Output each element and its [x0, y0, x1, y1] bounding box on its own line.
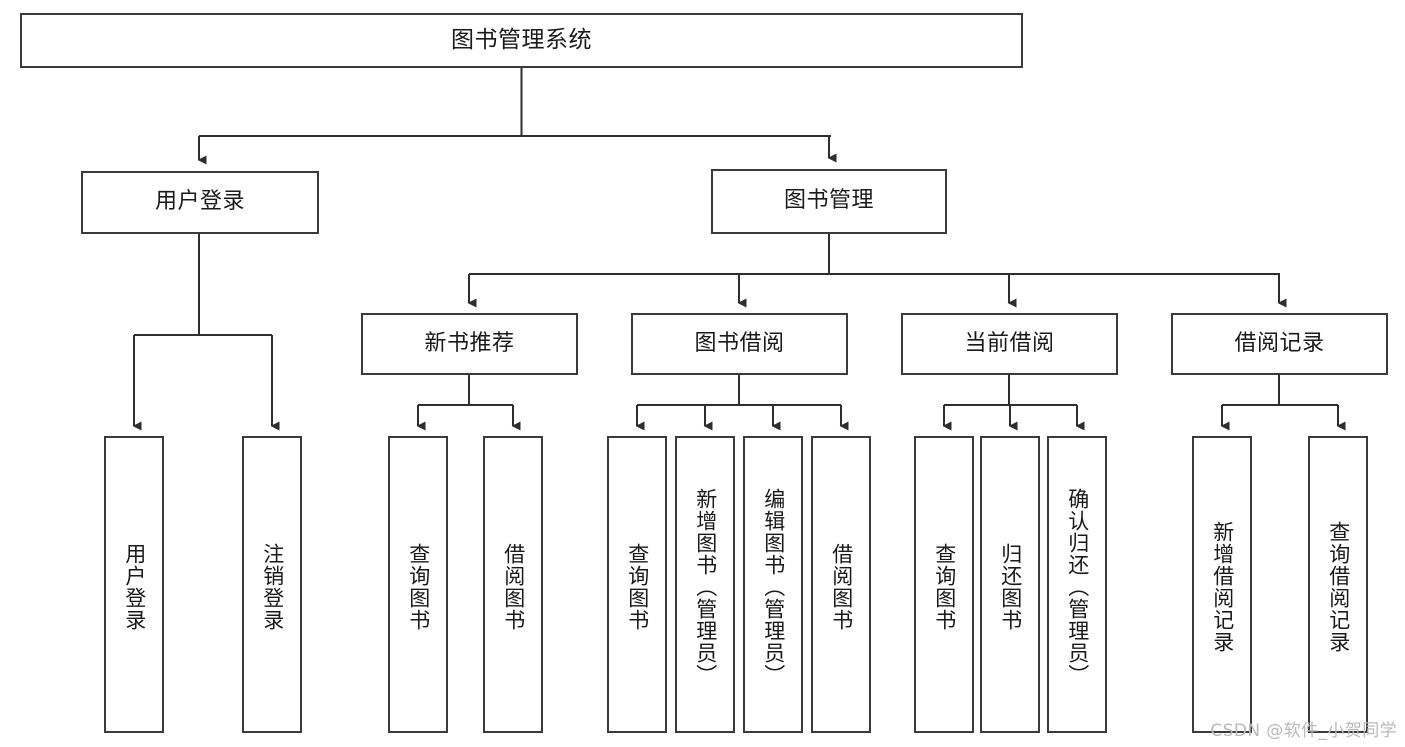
csdn-watermark: CSDN @软件_小贺同学 [1210, 721, 1397, 741]
node-label: 用户登录 [154, 189, 245, 215]
node-label: 用户登录 [122, 542, 147, 631]
node-label: 图书管理系统 [451, 26, 592, 53]
node-label: 借阅图书 [829, 542, 854, 631]
node-label: 查询图书 [932, 542, 957, 631]
node-label: 查询借阅记录 [1326, 520, 1351, 653]
leaf-return-book[interactable]: 归还图书 [980, 436, 1040, 733]
node-label: 查询图书 [406, 542, 431, 631]
node-label: 借阅图书 [501, 542, 526, 631]
node-current-borrow[interactable]: 当前借阅 [901, 313, 1118, 375]
leaf-query-borrow-record[interactable]: 查询借阅记录 [1308, 436, 1368, 733]
node-label: 归还图书 [998, 542, 1023, 631]
node-book-manage[interactable]: 图书管理 [711, 169, 947, 234]
node-label: 编辑图书（管理员） [761, 487, 786, 686]
leaf-query-book-current[interactable]: 查询图书 [914, 436, 974, 733]
leaf-borrow-book-recommend[interactable]: 借阅图书 [483, 436, 543, 733]
leaf-add-book-admin[interactable]: 新增图书（管理员） [675, 436, 735, 733]
node-label: 确认归还（管理员） [1065, 487, 1090, 686]
leaf-edit-book-admin[interactable]: 编辑图书（管理员） [743, 436, 803, 733]
leaf-logout-login[interactable]: 注销登录 [242, 436, 302, 733]
leaf-query-book-borrow[interactable]: 查询图书 [607, 436, 667, 733]
leaf-borrow-book-borrow[interactable]: 借阅图书 [811, 436, 871, 733]
node-borrow-record[interactable]: 借阅记录 [1171, 313, 1388, 375]
node-label: 图书借阅 [694, 330, 785, 356]
node-new-book-recommend[interactable]: 新书推荐 [361, 313, 578, 375]
node-root-system[interactable]: 图书管理系统 [20, 13, 1023, 68]
leaf-confirm-return-admin[interactable]: 确认归还（管理员） [1047, 436, 1107, 733]
leaf-user-login[interactable]: 用户登录 [104, 436, 164, 733]
node-label: 注销登录 [260, 542, 285, 631]
node-label: 新书推荐 [424, 330, 515, 356]
node-book-borrow[interactable]: 图书借阅 [631, 313, 848, 375]
node-label: 查询图书 [625, 542, 650, 631]
node-label: 新增图书（管理员） [693, 487, 718, 686]
leaf-query-book-recommend[interactable]: 查询图书 [388, 436, 448, 733]
node-label: 新增借阅记录 [1210, 520, 1235, 653]
leaf-add-borrow-record[interactable]: 新增借阅记录 [1192, 436, 1252, 733]
node-label: 图书管理 [783, 188, 874, 214]
node-label: 借阅记录 [1234, 330, 1325, 356]
node-label: 当前借阅 [964, 330, 1055, 356]
node-user-login[interactable]: 用户登录 [81, 171, 319, 234]
